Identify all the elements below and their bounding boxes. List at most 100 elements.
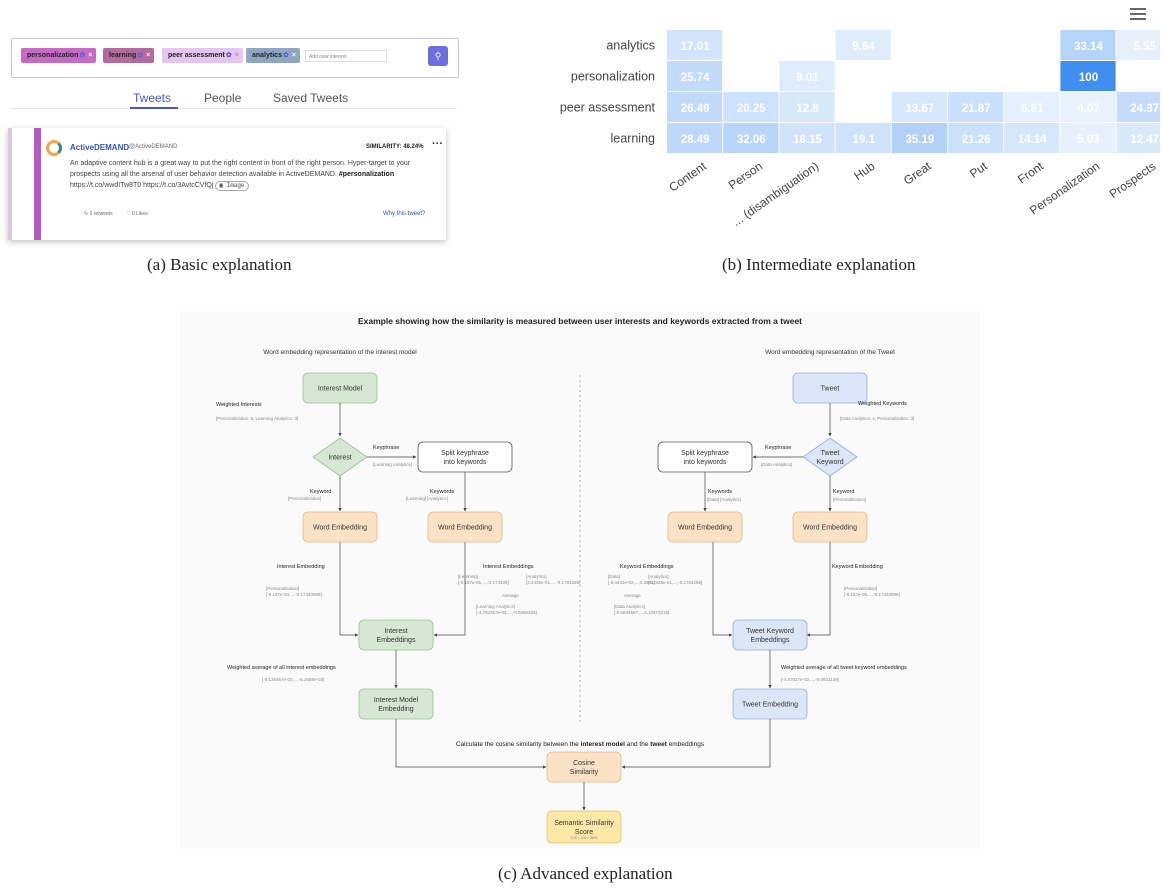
- heatmap-cell: [835, 92, 891, 122]
- cell-value: 19.1: [853, 134, 876, 146]
- close-icon[interactable]: ×: [291, 52, 296, 59]
- cell-value: 12.47: [1130, 134, 1159, 146]
- word-embedding-l1-label: Word Embedding: [313, 525, 367, 532]
- heatmap-cell: [891, 123, 947, 153]
- word-embedding-r1-box: [667, 511, 743, 543]
- close-icon[interactable]: ×: [88, 52, 93, 59]
- caption-a: (a) Basic explanation: [147, 255, 292, 274]
- score-subtext: 0.00 - 100 = 48%: [571, 836, 598, 840]
- cell-value: 32.06: [737, 134, 766, 146]
- likes-label: 0 Likes: [131, 211, 148, 217]
- interest-embedding-label: Interest Embedding: [277, 564, 325, 570]
- heatmap-cell: [1060, 123, 1116, 153]
- retweets-label: 0 retweets: [89, 211, 113, 217]
- interest-embedding-value: [Personalization][-0.157e-03,...,-0.1744…: [266, 586, 322, 597]
- image-tag-label: Image: [226, 182, 245, 189]
- heatmap-cell: [779, 30, 835, 60]
- heatmap-cell: [1004, 30, 1060, 60]
- keywords-left-value: [Learning] [Analytics]: [406, 496, 448, 501]
- weighted-avg-tweet-value: [-4.47827e-02,...,-0.0831149]: [781, 677, 839, 682]
- gear-icon[interactable]: ✿: [225, 52, 232, 59]
- heatmap-cell: [835, 30, 891, 60]
- cell-value: 5.55: [1134, 41, 1157, 53]
- likes-count[interactable]: ♡ 0 Likes: [126, 211, 148, 217]
- menu-icon[interactable]: [1130, 8, 1146, 23]
- heatmap-cell: [667, 61, 723, 91]
- chip-label: personalization: [27, 52, 79, 59]
- heatmap-cell: [1116, 92, 1160, 122]
- heatmap-cell: [1116, 123, 1160, 153]
- heatmap-cell: [1116, 30, 1160, 60]
- keywords-right-label: Keywords: [708, 489, 732, 495]
- heatmap-cell: [723, 61, 779, 91]
- cell-value: 100: [1079, 72, 1098, 84]
- why-this-tweet-link[interactable]: Why this tweet?: [383, 211, 426, 217]
- gear-icon[interactable]: ✿: [137, 52, 144, 59]
- tweet-author-handle: @ActiveDEMAND: [129, 144, 178, 150]
- add-interest-input[interactable]: Add new interest: [305, 50, 387, 62]
- close-icon[interactable]: ×: [234, 52, 239, 59]
- keyword-left-label: Keyword: [310, 489, 331, 495]
- close-icon[interactable]: ×: [146, 52, 151, 59]
- chip-label: analytics: [252, 52, 282, 59]
- keyword-embedding-label: Keyword Embedding: [832, 564, 883, 570]
- heatmap-cell: [891, 92, 947, 122]
- heatmap-cell: [1060, 30, 1116, 60]
- ke-average-label: Average: [624, 593, 641, 598]
- keyword-right-value: [Personalization]: [833, 497, 866, 502]
- right-header: Word embedding representation of the Twe…: [765, 349, 895, 356]
- caption-b: (b) Intermediate explanation: [722, 255, 916, 274]
- weighted-avg-tweet-label: Weighted average of all tweet keyword em…: [781, 665, 907, 671]
- image-tag[interactable]: ▣ Image: [215, 181, 249, 191]
- tweet-hashtag[interactable]: #personalization: [338, 171, 395, 178]
- gear-icon[interactable]: ✿: [79, 52, 86, 59]
- column-label-1: Person: [726, 159, 765, 192]
- column-label-5: Put: [967, 159, 990, 181]
- weighted-keywords-label: Weighted Keywords: [858, 401, 907, 407]
- row-label-learning: learning: [611, 132, 656, 146]
- tweet-links[interactable]: https://t.co/wwdITw8T0 https://t.co/3Avt…: [70, 182, 214, 189]
- avatar[interactable]: [46, 140, 62, 156]
- tab-people[interactable]: People: [204, 91, 242, 105]
- ke-average-value: [Data Analytics][-0.5644597,...,0.106732…: [614, 604, 669, 615]
- cell-value: 18.15: [793, 134, 822, 146]
- interest-decision-label: Interest: [328, 455, 351, 462]
- weighted-interests-value: [Personalization: 5, Learning Analytics:…: [216, 416, 298, 421]
- keywords-right-value: [Data] [Analytics]: [707, 497, 741, 502]
- tweet-text: An adaptive content hub is a great way t…: [70, 160, 411, 178]
- interest-model-embedding-box: [358, 688, 434, 720]
- heatmap-cell: [835, 123, 891, 153]
- cell-value: 28.49: [681, 134, 710, 146]
- tweet-author-name[interactable]: ActiveDEMAND: [70, 143, 130, 152]
- split-keyphrase-right-box: [657, 441, 753, 473]
- interest-chip-learning[interactable]: learning✿×: [103, 48, 155, 63]
- word-embedding-r2-label: Word Embedding: [803, 525, 857, 532]
- retweets-count[interactable]: ↻ 0 retweets: [84, 211, 113, 217]
- keyphrase-right-value: [Data Analytics]: [761, 462, 792, 467]
- gear-icon[interactable]: ✿: [282, 52, 289, 59]
- row-label-peer-assessment: peer assessment: [560, 101, 656, 115]
- tweet-interest-stripe: [34, 128, 41, 240]
- cell-value: 13.67: [906, 103, 935, 115]
- caption-c: (c) Advanced explanation: [498, 864, 673, 883]
- tab-tweets[interactable]: Tweets: [133, 91, 172, 105]
- interest-chip-personalization[interactable]: personalization✿×: [21, 48, 97, 63]
- interest-chip-peer-assessment[interactable]: peer assessment✿×: [162, 48, 243, 63]
- heatmap-cell: [779, 123, 835, 153]
- basic-explanation-panel: personalization✿× learning✿× peer assess…: [8, 36, 460, 240]
- row-label-personalization: personalization: [571, 70, 655, 84]
- more-options-icon[interactable]: ···: [432, 138, 443, 150]
- column-label-8: Prospects: [1107, 159, 1159, 201]
- semantic-similarity-score-box: [546, 810, 622, 844]
- heatmap-cell: [723, 30, 779, 60]
- weighted-avg-interest-label: Weighted average of all interest embeddi…: [227, 665, 336, 671]
- search-button[interactable]: ⚲: [428, 46, 448, 66]
- connector-arrow: [712, 542, 733, 637]
- interest-chip-analytics[interactable]: analytics✿×: [246, 48, 300, 63]
- tab-saved-tweets[interactable]: Saved Tweets: [273, 91, 349, 105]
- keyphrase-right-label: Keyphrase: [765, 445, 791, 451]
- cell-value: 14.14: [1018, 134, 1047, 146]
- tweet-body: An adaptive content hub is a great way t…: [70, 158, 442, 191]
